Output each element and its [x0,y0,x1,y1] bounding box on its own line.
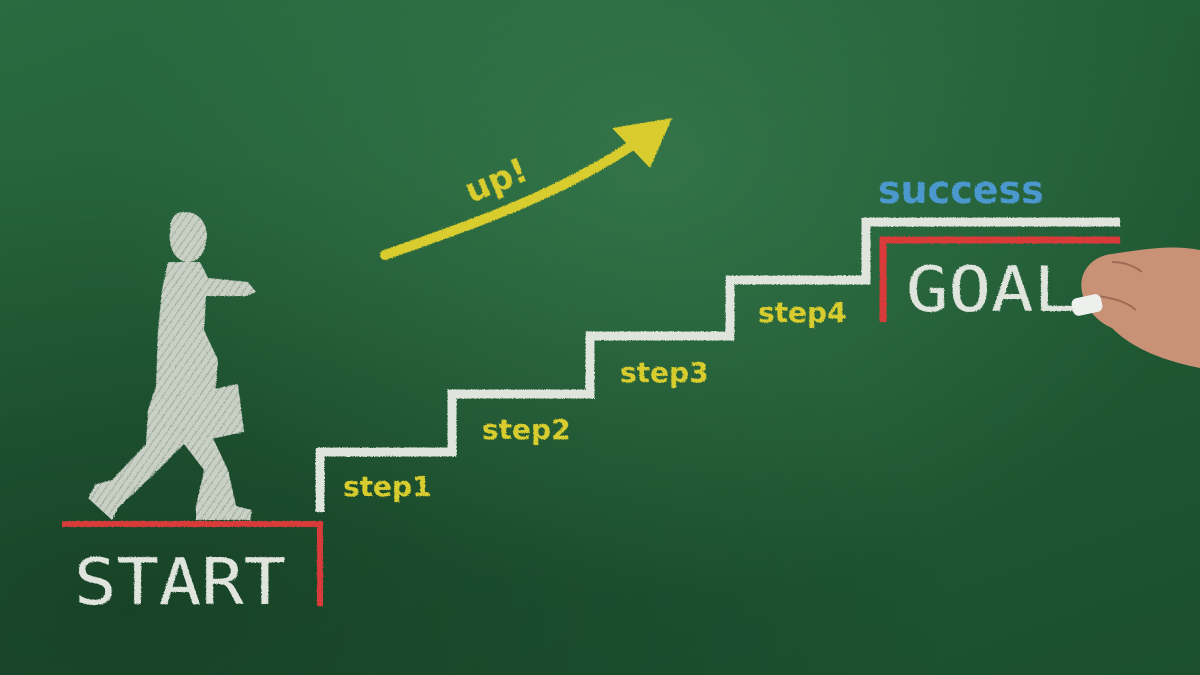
start-platform-line [62,521,323,606]
start-label: START [74,546,286,620]
step3-label: step3 [620,356,709,389]
walking-businessman-figure [88,211,256,520]
success-label: success [878,168,1044,212]
up-arrow-icon [380,118,672,260]
step4-label: step4 [758,296,847,329]
goal-label: GOAL [906,253,1076,326]
step2-label: step2 [482,413,571,446]
staircase-line [315,217,1120,512]
step1-label: step1 [343,470,432,503]
hand-with-chalk [1071,247,1200,368]
goal-platform-line [879,236,1120,322]
